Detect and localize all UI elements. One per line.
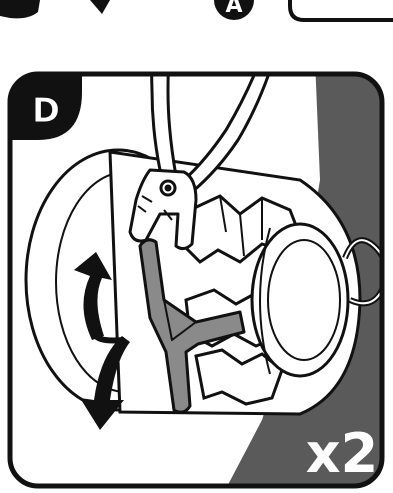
top-strip: A bbox=[0, 0, 393, 20]
quantity-multiplier: x2 bbox=[306, 422, 378, 485]
next-panel-frame bbox=[290, 0, 393, 20]
next-panel-letter: A bbox=[225, 0, 242, 18]
step-panel: D x2 bbox=[10, 0, 393, 493]
prev-panel-fragment bbox=[0, 0, 40, 18]
prev-panel-arrow bbox=[90, 0, 110, 14]
step-letter: D bbox=[32, 91, 60, 131]
